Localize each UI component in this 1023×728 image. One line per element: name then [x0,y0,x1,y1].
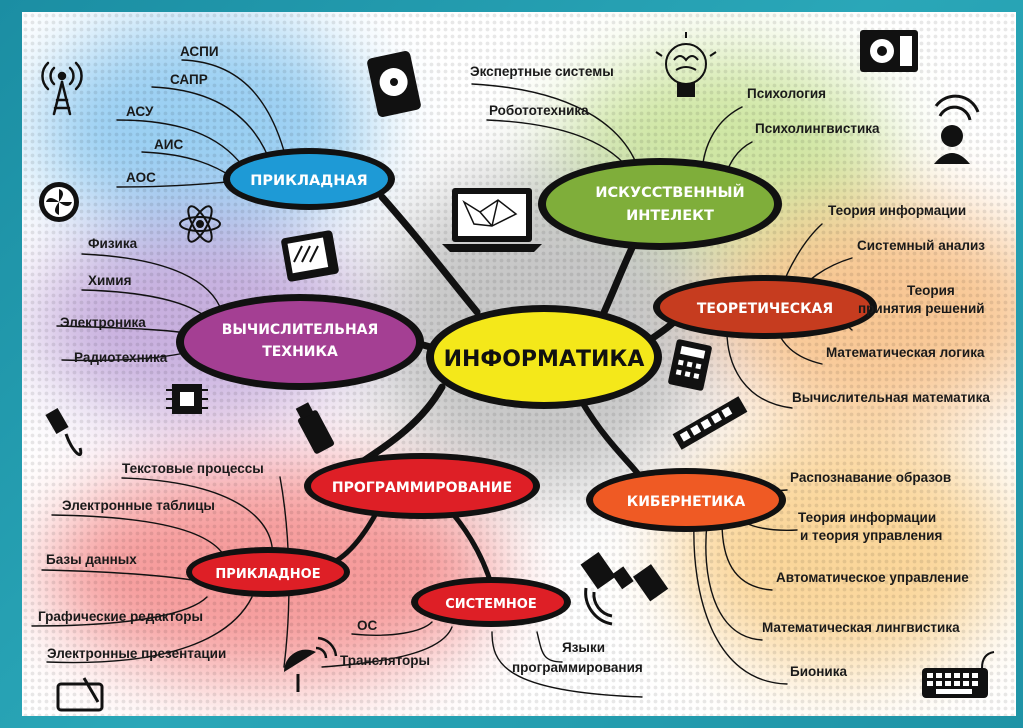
usb-cable-icon [45,407,83,456]
label-computational-math: Вычислительная математика [792,390,990,405]
label-decision-theory-2: принятия решений [858,301,985,316]
label-expert-systems: Экспертные системы [470,64,614,79]
label-languages-1: Языки [562,640,605,655]
label-pattern-recognition: Распознавание образов [790,470,951,485]
oscilloscope-icon [281,230,339,282]
hard-drive-icon [367,51,421,117]
label-physics: Физика [88,236,138,251]
person-wifi-icon [934,94,980,164]
calculator-icon [668,339,712,391]
label-text-processors: Текстовые процессы [122,461,264,476]
node-theory-label: ТЕОРЕТИЧЕСКАЯ [697,301,833,317]
motherboard-icon [860,30,918,72]
label-languages-2: программирования [512,660,643,675]
informatics-mindmap: ИНФОРМАТИКА ПРИКЛАДНАЯ АСПИ САПР АСУ АИС… [22,12,1016,716]
node-cybernetics-label: КИБЕРНЕТИКА [627,494,746,510]
node-applied: ПРИКЛАДНАЯ [223,148,395,210]
laptop-icon [442,188,542,252]
satellite-icon [580,552,669,626]
node-system-software: СИСТЕМНОЕ [411,577,571,627]
label-os: ОС [357,618,378,633]
label-ais: АИС [154,137,183,152]
label-math-logic: Математическая логика [826,345,985,360]
label-databases: Базы данных [46,552,137,567]
usb-stick-icon [295,402,335,454]
node-ai-label-1: ИСКУССТВЕННЫЙ [595,184,744,201]
atom-icon [179,205,221,243]
ram-module-icon [672,396,748,450]
label-presentations: Электронные презентации [47,646,226,661]
label-graphic-editors: Графические редакторы [38,609,203,624]
antenna-tower-icon [41,61,83,116]
graphics-tablet-icon [56,677,104,712]
label-chemistry: Химия [88,273,131,288]
mindmap-card: ИНФОРМАТИКА ПРИКЛАДНАЯ АСПИ САПР АСУ АИС… [22,12,1016,716]
label-psycholinguistics: Психолингвистика [755,121,880,136]
label-system-analysis: Системный анализ [857,238,985,253]
node-applied-software-label: ПРИКЛАДНОЕ [215,567,320,582]
label-bionics: Бионика [790,664,847,679]
label-electronics: Электроника [60,315,146,330]
node-cybernetics: КИБЕРНЕТИКА [586,468,786,532]
label-robotics: Робототехника [489,103,589,118]
node-computing-label-2: ТЕХНИКА [262,344,338,360]
node-ai-label-2: ИНТЕЛЕКТ [626,208,714,224]
node-computing: ВЫЧИСЛИТЕЛЬНАЯ ТЕХНИКА [176,294,424,390]
node-programming-label: ПРОГРАММИРОВАНИЕ [332,480,512,496]
center-node: ИНФОРМАТИКА [426,305,662,409]
node-programming: ПРОГРАММИРОВАНИЕ [304,453,540,519]
label-aspi: АСПИ [180,44,219,59]
label-psychology: Психология [747,86,826,101]
label-automatic-control: Автоматическое управление [776,570,969,585]
label-sapr: САПР [170,72,208,87]
label-info-control-2: и теория управления [800,528,942,543]
center-label: ИНФОРМАТИКА [444,347,645,372]
lightbulb-brain-icon [655,32,717,97]
label-radio: Радиотехника [74,350,168,365]
node-applied-label: ПРИКЛАДНАЯ [250,173,367,189]
label-asu: АСУ [126,104,154,119]
label-spreadsheets: Электронные таблицы [62,498,215,513]
label-decision-theory-1: Теория [907,283,955,298]
node-ai: ИСКУССТВЕННЫЙ ИНТЕЛЕКТ [538,158,782,250]
fan-icon [39,182,79,222]
label-math-linguistics: Математическая лингвистика [762,620,960,635]
keyboard-icon [922,651,995,698]
label-aos: АОС [126,170,156,185]
node-theory: ТЕОРЕТИЧЕСКАЯ [653,275,877,339]
satellite-dish-icon [283,636,338,692]
label-translators: Трансляторы [340,653,430,668]
node-computing-label-1: ВЫЧИСЛИТЕЛЬНАЯ [222,322,379,338]
chip-icon [166,384,208,414]
label-info-control-1: Теория информации [798,510,936,525]
node-system-software-label: СИСТЕМНОЕ [445,597,536,612]
node-applied-software: ПРИКЛАДНОЕ [186,547,350,597]
label-information-theory: Теория информации [828,203,966,218]
